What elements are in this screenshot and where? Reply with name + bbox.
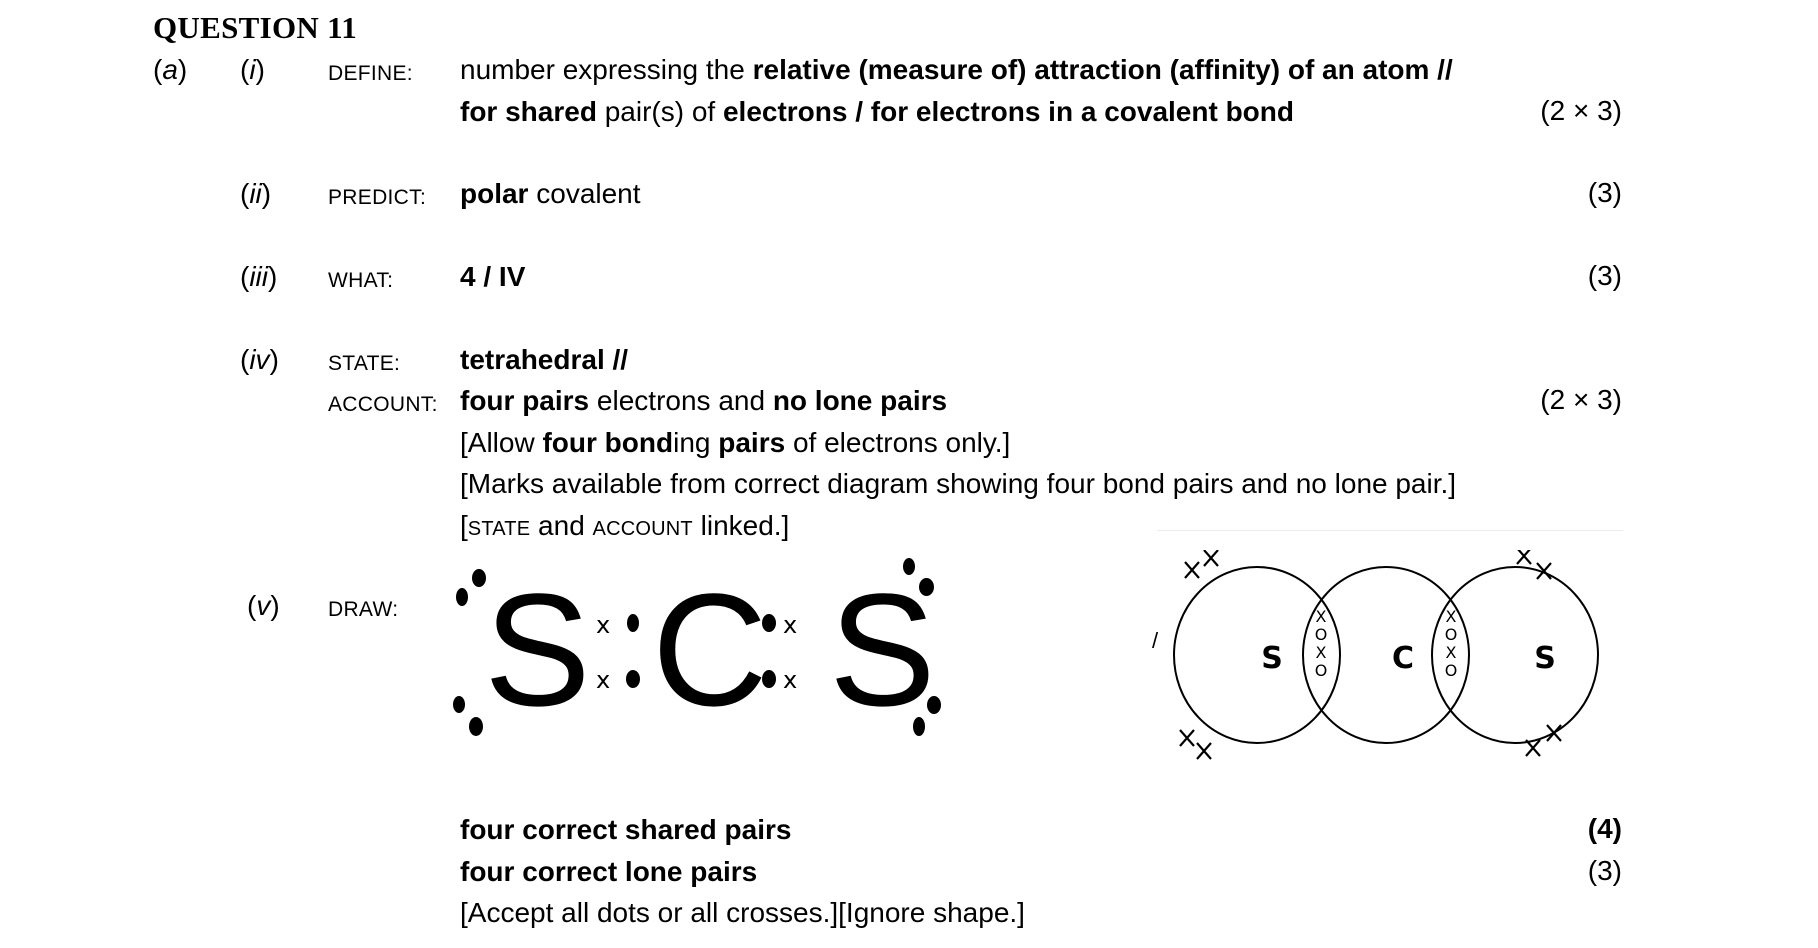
shared-electron-cross: x bbox=[596, 611, 611, 639]
part-label: (a) bbox=[153, 54, 188, 85]
shared-electron-dot bbox=[626, 670, 640, 688]
marks-state-account: (2 × 3) bbox=[1540, 384, 1622, 415]
venn-atom-sulfur-left: S bbox=[1261, 641, 1283, 676]
shared-electron-cross: x bbox=[783, 666, 798, 694]
shared-electron-dot bbox=[762, 670, 776, 688]
lone-pair-dot bbox=[919, 578, 934, 596]
lone-pair-dot bbox=[472, 569, 486, 587]
marks-define: (2 × 3) bbox=[1540, 95, 1622, 126]
atom-sulfur-right: S bbox=[829, 560, 936, 739]
lone-pair-dot bbox=[453, 696, 465, 713]
lone-pair-dot bbox=[913, 717, 925, 736]
svg-text:O: O bbox=[1315, 661, 1328, 680]
item-label-state: STATE: bbox=[328, 352, 401, 375]
item-number-iv: (iv) bbox=[240, 344, 279, 375]
marks-what: (3) bbox=[1587, 260, 1622, 291]
item-label-draw: DRAW: bbox=[328, 598, 399, 621]
item-label-what: WHAT: bbox=[328, 269, 394, 292]
atom-carbon: C bbox=[652, 560, 768, 739]
marks-predict: (3) bbox=[1587, 177, 1622, 208]
item-number-i: (i) bbox=[240, 54, 265, 85]
venn-atom-carbon: C bbox=[1392, 641, 1414, 676]
item-number-v: (v) bbox=[247, 590, 280, 621]
answer-state: tetrahedral // bbox=[460, 344, 629, 375]
criterion-lone-pairs: four correct lone pairs bbox=[460, 856, 758, 887]
criterion-shared-pairs: four correct shared pairs bbox=[460, 814, 792, 845]
answer-predict: polar covalent bbox=[460, 178, 641, 209]
item-label-define: DEFINE: bbox=[328, 62, 413, 85]
question-title: QUESTION 11 bbox=[153, 10, 357, 45]
divider-line bbox=[1157, 530, 1623, 531]
svg-text:X: X bbox=[1446, 607, 1457, 626]
answer-define-line-1: number expressing the relative (measure … bbox=[460, 54, 1453, 85]
svg-text:X: X bbox=[1446, 643, 1457, 662]
atom-sulfur-left: S bbox=[484, 560, 591, 739]
item-number-ii: (ii) bbox=[240, 178, 272, 209]
answer-define-line-2: for shared pair(s) of electrons / for el… bbox=[460, 96, 1294, 127]
item-label-account: ACCOUNT: bbox=[328, 393, 438, 416]
svg-text:X: X bbox=[1316, 607, 1327, 626]
shared-electron-dot bbox=[627, 614, 639, 632]
draw-note: [Accept all dots or all crosses.][Ignore… bbox=[460, 897, 1025, 928]
marks-shared-pairs: (4) bbox=[1587, 813, 1622, 844]
alternative-separator: / bbox=[1152, 628, 1159, 653]
shared-electron-dot bbox=[762, 614, 776, 632]
marks-lone-pairs: (3) bbox=[1587, 855, 1622, 886]
answer-what: 4 / IV bbox=[460, 261, 526, 292]
answer-account-line-1: four pairs electrons and no lone pairs bbox=[460, 385, 948, 416]
answer-account-linked-note: [state and account linked.] bbox=[460, 510, 790, 541]
shared-electron-cross: x bbox=[596, 666, 611, 694]
orbit-sulfur-left bbox=[1173, 566, 1341, 744]
answer-account-line-2: [Allow four bonding pairs of electrons o… bbox=[460, 427, 1011, 458]
lone-pair-dot bbox=[903, 558, 915, 575]
venn-atom-sulfur-right: S bbox=[1534, 641, 1556, 676]
answer-account-line-3: [Marks available from correct diagram sh… bbox=[460, 468, 1457, 499]
item-label-predict: PREDICT: bbox=[328, 186, 427, 209]
shared-electron-cross: x bbox=[783, 611, 798, 639]
svg-text:O: O bbox=[1445, 661, 1458, 680]
orbit-sulfur-right bbox=[1431, 566, 1599, 744]
item-number-iii: (iii) bbox=[240, 261, 278, 292]
orbit-carbon bbox=[1302, 566, 1470, 744]
svg-text:O: O bbox=[1445, 625, 1458, 644]
lone-pair-dot bbox=[469, 717, 483, 736]
lone-pair-dot bbox=[456, 588, 468, 606]
svg-text:O: O bbox=[1315, 625, 1328, 644]
svg-text:X: X bbox=[1316, 643, 1327, 662]
lone-pair-dot bbox=[927, 696, 941, 714]
